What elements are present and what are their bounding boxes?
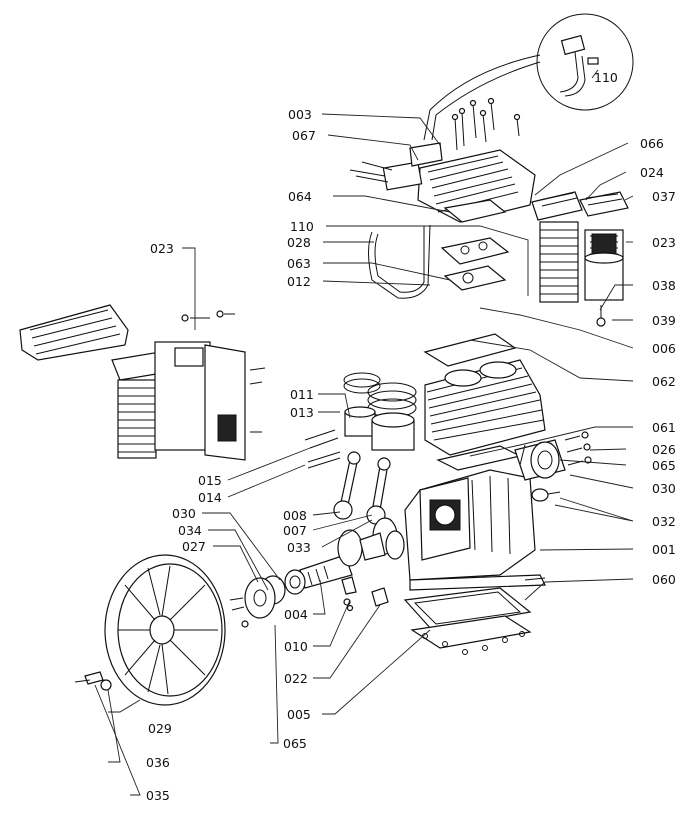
callout-014: 014 [198, 490, 222, 505]
callout-030: 030 [172, 506, 196, 521]
callout-062: 062 [652, 374, 676, 389]
callout-015: 015 [198, 473, 222, 488]
side-covers [524, 431, 592, 581]
connecting-rods [333, 451, 391, 525]
callout-026: 026 [652, 442, 676, 457]
callout-labels: 003 067 064 110 028 063 012 023 011 013 … [146, 70, 676, 803]
callout-004: 004 [284, 607, 308, 622]
callout-039: 039 [652, 313, 676, 328]
callout-024: 024 [640, 165, 664, 180]
pistons [304, 372, 417, 469]
callout-065: 065 [283, 736, 307, 751]
callout-032: 032 [652, 514, 676, 529]
callout-038: 038 [652, 278, 676, 293]
valve-plates [440, 199, 510, 291]
callout-036: 036 [146, 755, 170, 770]
crankshaft [299, 517, 405, 589]
callout-066: 066 [640, 136, 664, 151]
callout-003: 003 [288, 107, 312, 122]
callout-010: 010 [284, 639, 308, 654]
callout-030: 030 [652, 481, 676, 496]
callout-034: 034 [178, 523, 202, 538]
callout-029: 029 [148, 721, 172, 736]
callout-022: 022 [284, 671, 308, 686]
callout-011: 011 [290, 387, 314, 402]
callout-063: 063 [287, 256, 311, 271]
oil-pan [403, 587, 532, 655]
callout-027: 027 [182, 539, 206, 554]
cylinder-block [423, 333, 546, 471]
callout-110: 110 [594, 70, 618, 85]
callout-001: 001 [652, 542, 676, 557]
transfer-tube [368, 224, 431, 299]
callout-065: 065 [652, 458, 676, 473]
callout-007: 007 [283, 523, 307, 538]
head-bolts [451, 97, 521, 151]
callout-023: 023 [652, 235, 676, 250]
leader-lines [94, 69, 634, 796]
callout-035: 035 [146, 788, 170, 803]
callout-061: 061 [652, 420, 676, 435]
cylinder-head [349, 142, 536, 223]
callout-023: 023 [150, 241, 174, 256]
callout-012: 012 [287, 274, 311, 289]
callout-067: 067 [292, 128, 316, 143]
detail-circle [423, 13, 634, 141]
small-parts [341, 576, 389, 612]
callout-110: 110 [290, 219, 314, 234]
right-head [531, 191, 629, 327]
callout-013: 013 [290, 405, 314, 420]
callout-006: 006 [652, 341, 676, 356]
left-assembly [19, 304, 266, 461]
flywheel [74, 554, 226, 706]
callout-008: 008 [283, 508, 307, 523]
callout-060: 060 [652, 572, 676, 587]
callout-037: 037 [652, 189, 676, 204]
callout-064: 064 [288, 189, 312, 204]
callout-005: 005 [287, 707, 311, 722]
callout-028: 028 [287, 235, 311, 250]
bearings [229, 569, 306, 628]
callout-033: 033 [287, 540, 311, 555]
